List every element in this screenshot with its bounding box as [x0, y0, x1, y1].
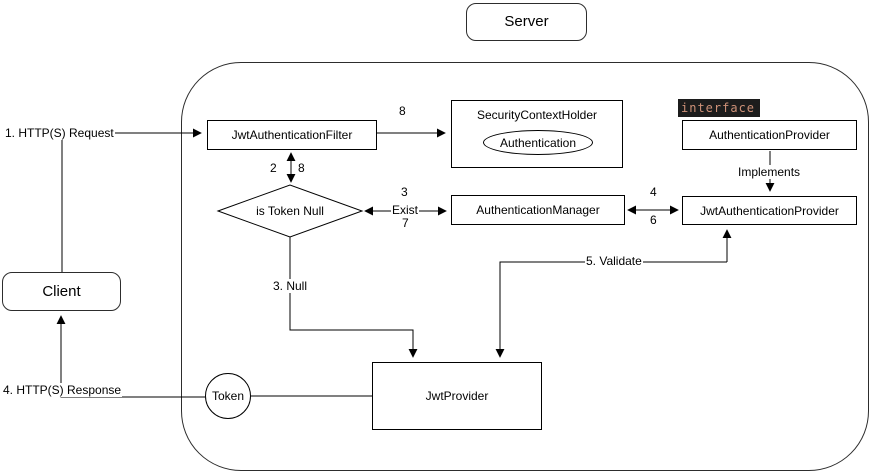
node-jwt-authentication-filter: JwtAuthenticationFilter: [207, 120, 377, 150]
edge-response: [56, 315, 205, 398]
node-authentication-ellipse: Authentication: [483, 130, 593, 155]
jwt-authentication-provider-label: JwtAuthenticationProvider: [700, 203, 839, 218]
edge-null-branch: [289, 237, 418, 358]
decision-diamond-shape: [216, 184, 364, 238]
edge-request: [61, 128, 202, 272]
decision-diamond-text: is Token Null: [230, 200, 350, 222]
edge-label-2: 2: [270, 161, 277, 175]
edge-label-3: 3: [401, 185, 408, 199]
authentication-provider-label: AuthenticationProvider: [709, 128, 830, 142]
client-label: Client: [42, 282, 81, 300]
edge-label-implements: Implements: [737, 165, 802, 179]
edge-label-response: 4. HTTP(S) Response: [2, 383, 123, 397]
server-title-box: Server: [466, 3, 587, 41]
interface-keyword-label: interface: [681, 101, 756, 115]
token-circle: Token: [205, 373, 251, 419]
node-jwt-provider: JwtProvider: [372, 362, 542, 430]
node-jwt-authentication-provider: JwtAuthenticationProvider: [682, 196, 857, 225]
jwt-filter-label: JwtAuthenticationFilter: [231, 128, 353, 142]
is-token-null-label: is Token Null: [256, 204, 324, 218]
token-label: Token: [211, 389, 245, 403]
edge-label-7: 7: [402, 216, 409, 230]
authentication-manager-label: AuthenticationManager: [476, 203, 600, 217]
edge-label-null: 3. Null: [272, 279, 309, 293]
edge-label-6: 6: [650, 213, 657, 227]
edge-label-8-return: 8: [298, 161, 305, 175]
edge-label-8-to-holder: 8: [399, 104, 406, 118]
edge-validate-down: [495, 261, 727, 358]
server-title: Server: [504, 13, 549, 30]
security-context-holder-label: SecurityContextHolder: [476, 108, 598, 122]
node-authentication-provider: AuthenticationProvider: [682, 120, 857, 150]
client-box: Client: [2, 272, 121, 311]
server-boundary: [181, 62, 869, 471]
edge-label-4: 4: [650, 185, 657, 199]
authentication-label: Authentication: [499, 135, 577, 150]
edge-label-validate: 5. Validate: [585, 254, 643, 268]
edge-label-exist: Exist: [391, 203, 420, 217]
node-authentication-manager: AuthenticationManager: [451, 195, 625, 225]
jwt-provider-label: JwtProvider: [425, 389, 489, 403]
interface-keyword-badge: interface: [678, 99, 760, 117]
edge-label-request: 1. HTTP(S) Request: [4, 126, 115, 140]
